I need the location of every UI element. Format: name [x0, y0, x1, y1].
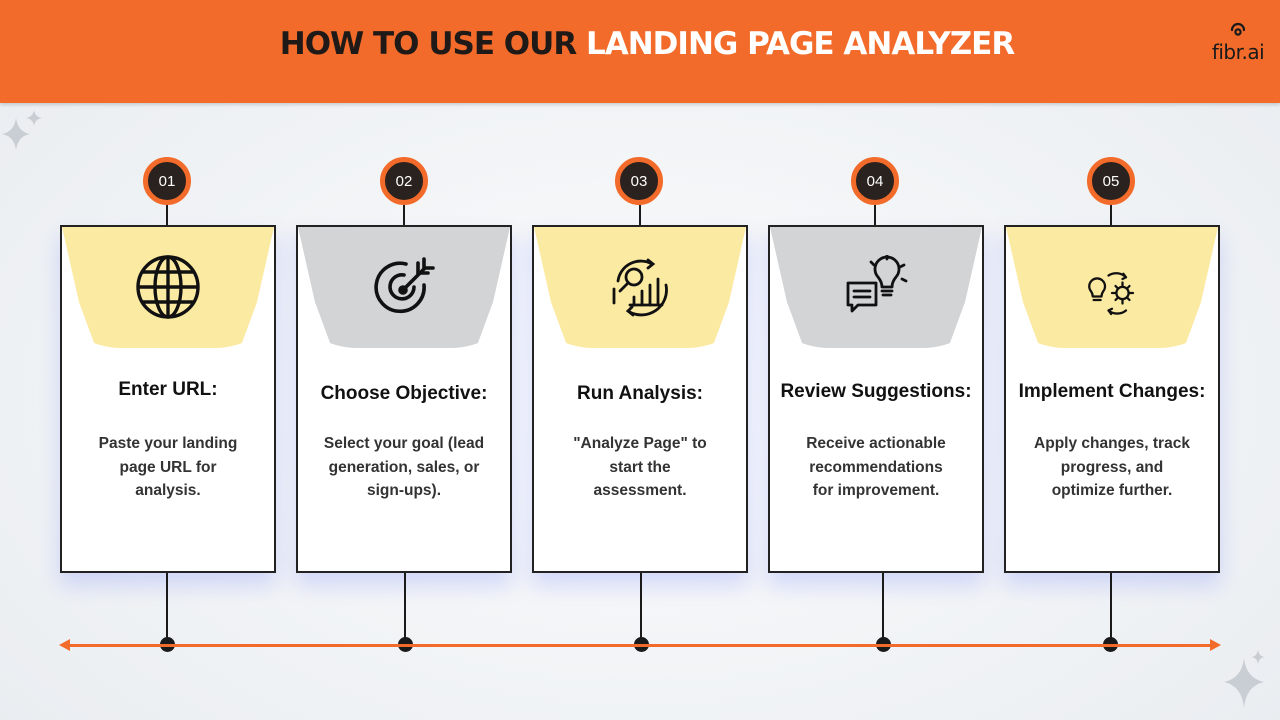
step-card-review-suggestions: Review Suggestions: Receive actionable r…: [768, 225, 984, 573]
title-dark-part: HOW TO USE OUR: [279, 26, 586, 62]
lightbulb-chat-icon: [846, 255, 908, 313]
step-card-choose-objective: Choose Objective: Select your goal (lead…: [296, 225, 512, 573]
connector-line: [166, 205, 168, 225]
step-number-badge: 03: [615, 157, 663, 205]
target-icon: [374, 257, 435, 314]
step-card-implement-changes: Implement Changes: Apply changes, track …: [1004, 225, 1220, 573]
page-title: HOW TO USE OUR LANDING PAGE ANALYZER: [0, 25, 1280, 63]
connector-line: [640, 573, 642, 643]
globe-icon: [136, 255, 200, 319]
step-description: Paste your landing page URL for analysis…: [98, 435, 238, 499]
logo-text: fibr.ai: [1211, 40, 1265, 64]
arrow-right-icon: [1210, 639, 1221, 651]
step-description: "Analyze Page" to start the assessment.: [573, 435, 707, 499]
sparkle-icon: [1224, 650, 1264, 708]
arrow-left-icon: [59, 639, 70, 651]
connector-line: [403, 205, 405, 225]
connector-line: [882, 573, 884, 643]
analysis-chart-icon: [612, 258, 668, 317]
step-title: Run Analysis:: [577, 383, 703, 404]
step-description: Apply changes, track progress, and optim…: [1034, 435, 1190, 499]
step-number-badge: 02: [380, 157, 428, 205]
header-banner: HOW TO USE OUR LANDING PAGE ANALYZER fib…: [0, 0, 1280, 103]
step-description: Receive actionable recommendations for i…: [806, 435, 946, 499]
step-title: Enter URL:: [118, 379, 218, 400]
connector-line: [1110, 573, 1112, 643]
card-header-shape: [1006, 227, 1218, 348]
timeline-axis: [64, 644, 1214, 647]
connector-line: [404, 573, 406, 643]
title-light-part: LANDING PAGE ANALYZER: [585, 26, 1015, 62]
connector-line: [639, 205, 641, 225]
step-card-enter-url: Enter URL: Paste your landing page URL f…: [60, 225, 276, 573]
sparkle-icon: [2, 110, 42, 150]
card-header-shape: [534, 227, 746, 348]
step-title: Choose Objective:: [320, 383, 488, 404]
step-number-badge: 01: [143, 157, 191, 205]
signal-icon: [1230, 22, 1246, 36]
connector-line: [874, 205, 876, 225]
step-title: Review Suggestions:: [780, 381, 972, 402]
connector-line: [1110, 205, 1112, 225]
step-card-run-analysis: Run Analysis: "Analyze Page" to start th…: [532, 225, 748, 573]
gear-bulb-cycle-icon: [1088, 272, 1135, 316]
step-description: Select your goal (lead generation, sales…: [323, 435, 485, 499]
fibr-logo: fibr.ai: [1206, 22, 1270, 72]
connector-line: [166, 573, 168, 643]
step-number-badge: 04: [851, 157, 899, 205]
step-title: Implement Changes:: [1018, 381, 1206, 402]
step-number-badge: 05: [1087, 157, 1135, 205]
